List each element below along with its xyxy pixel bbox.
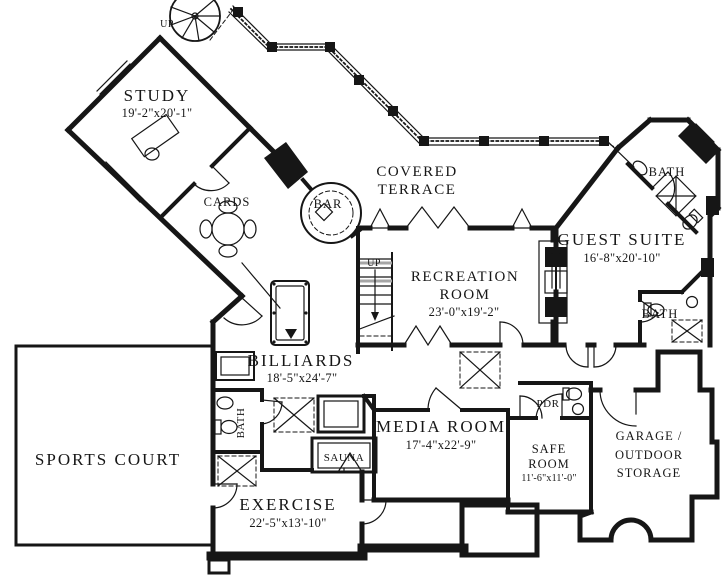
study-desk — [130, 113, 180, 161]
bottom-walls — [206, 502, 540, 575]
label-sauna: SAUNA — [324, 452, 364, 464]
guest-bath-fixtures — [632, 123, 715, 230]
spiral-staircase — [169, 0, 221, 42]
recreation-room-walls — [355, 225, 559, 354]
label-safe-2: ROOM — [528, 457, 570, 471]
label-garage-1: GARAGE / — [616, 429, 683, 443]
media-room-walls — [362, 387, 511, 514]
garage-walls — [577, 349, 720, 543]
label-left-bath: BATH — [235, 408, 247, 439]
label-garage-3: STORAGE — [617, 466, 681, 480]
mid-bath-walls — [638, 261, 713, 347]
main-staircase — [356, 252, 395, 351]
label-terrace-1: COVERED — [376, 164, 457, 180]
label-rec-1: RECREATION — [411, 269, 519, 285]
label-garage-2: OUTDOOR — [615, 448, 683, 462]
terrace-columns — [233, 7, 609, 146]
recreation-fireplace — [538, 240, 568, 324]
label-mid-bath: BATH — [642, 307, 679, 321]
west-walls — [209, 292, 263, 559]
guest-bath-divider — [625, 161, 699, 235]
cards-table — [199, 200, 257, 258]
study-walls — [64, 34, 254, 300]
linen-closet — [215, 351, 255, 381]
label-rec-dims: 23'-0"x19'-2" — [429, 305, 500, 319]
label-exercise-dims: 22'-5"x13'-10" — [249, 516, 326, 530]
label-safe-1: SAFE — [532, 442, 567, 456]
label-study: STUDY — [124, 86, 191, 105]
guest-suite-walls — [551, 116, 722, 348]
label-safe-dims: 11'-6"x11'-0" — [521, 473, 576, 484]
label-media: MEDIA ROOM — [376, 417, 506, 436]
label-stair-up: UP — [367, 258, 381, 269]
left-bath-walls — [211, 388, 283, 454]
guest-closet — [655, 175, 697, 217]
label-guest-bath: BATH — [649, 165, 686, 179]
left-bath-fixtures — [214, 396, 238, 435]
bar-counter — [300, 177, 364, 244]
label-cards: CARDS — [204, 195, 251, 209]
label-study-dims: 19'-2"x20'-1" — [122, 106, 193, 120]
closet-x-left — [217, 455, 257, 487]
recreation-doors — [369, 206, 533, 347]
sports-court-walls — [14, 344, 215, 547]
label-spiral-up: UP — [160, 19, 174, 30]
label-billiards-dims: 18'-5"x24'-7" — [267, 371, 338, 385]
label-pdr: PDR — [537, 398, 560, 410]
label-rec-2: ROOM — [439, 287, 490, 303]
guest-suite-doors — [565, 344, 617, 368]
study-door — [193, 165, 230, 192]
label-media-dims: 17'-4"x22'-9" — [406, 438, 477, 452]
safe-room-walls — [505, 381, 594, 515]
label-guest-dims: 16'-8"x20'-10" — [583, 251, 660, 265]
mid-bath-closet — [671, 319, 703, 343]
label-exercise: EXERCISE — [239, 495, 336, 514]
hall-closet-x — [459, 351, 501, 389]
fireplace — [264, 142, 308, 189]
mid-bath-fixtures — [643, 295, 699, 317]
label-bar: BAR — [314, 197, 343, 211]
powder-room — [518, 381, 593, 419]
label-terrace-2: TERRACE — [378, 182, 457, 198]
pool-table — [241, 262, 310, 346]
label-guest-suite: GUEST SUITE — [558, 230, 687, 249]
label-sports-court: SPORTS COURT — [35, 450, 181, 469]
closet-x-mid — [273, 397, 315, 433]
label-billiards: BILLIARDS — [248, 351, 355, 370]
